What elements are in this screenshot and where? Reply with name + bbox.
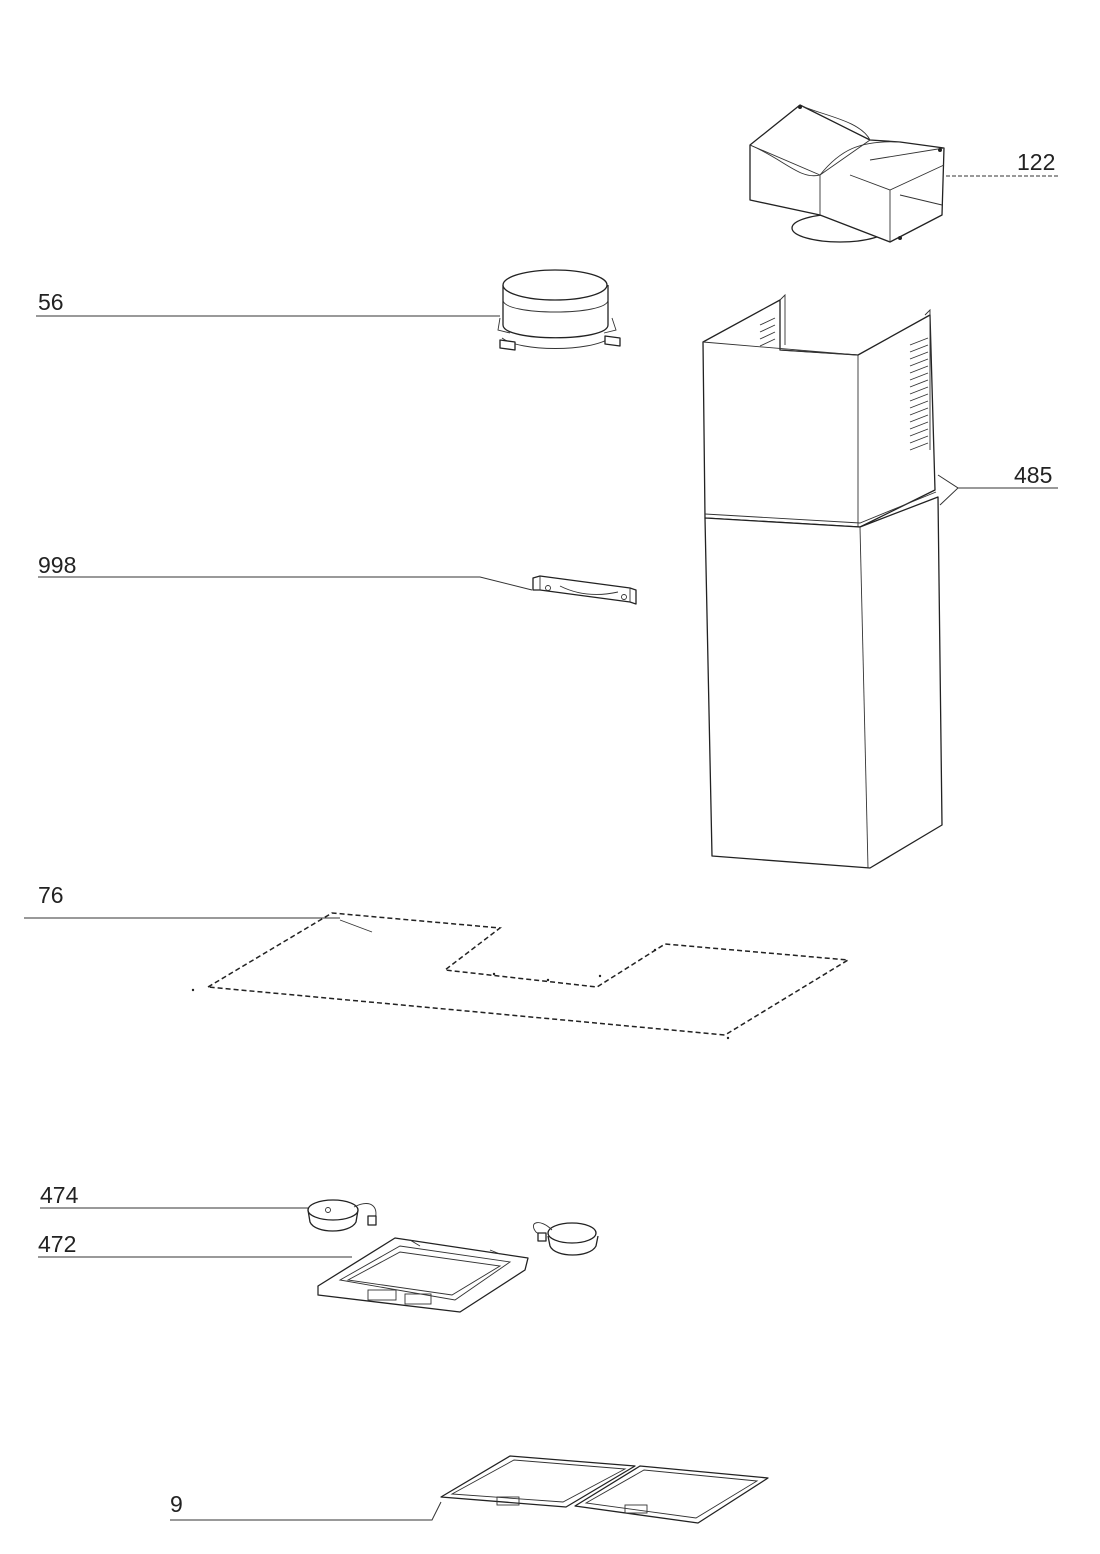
callout-485: 485 xyxy=(1014,462,1052,488)
part-9-grease-filters xyxy=(440,1455,769,1524)
part-474-lamp-right xyxy=(532,1222,599,1256)
callout-472: 472 xyxy=(38,1231,76,1257)
part-474-lamp-left xyxy=(307,1199,377,1232)
leader-998 xyxy=(38,576,533,591)
part-76-hood-body xyxy=(191,912,851,1040)
callout-9: 9 xyxy=(170,1491,183,1517)
leader-485 xyxy=(937,474,1058,506)
part-122-deflector xyxy=(749,104,945,243)
part-485-chimney xyxy=(702,293,943,869)
part-998-bracket xyxy=(532,575,637,605)
callout-474: 474 xyxy=(40,1182,79,1208)
leader-9 xyxy=(170,1501,442,1521)
vent-slots xyxy=(759,317,929,451)
part-56-collar xyxy=(497,269,621,351)
callout-998: 998 xyxy=(38,552,76,578)
callout-56: 56 xyxy=(38,289,64,315)
part-472-frame xyxy=(317,1237,529,1313)
callout-76: 76 xyxy=(38,882,64,908)
callout-122: 122 xyxy=(1017,149,1055,175)
